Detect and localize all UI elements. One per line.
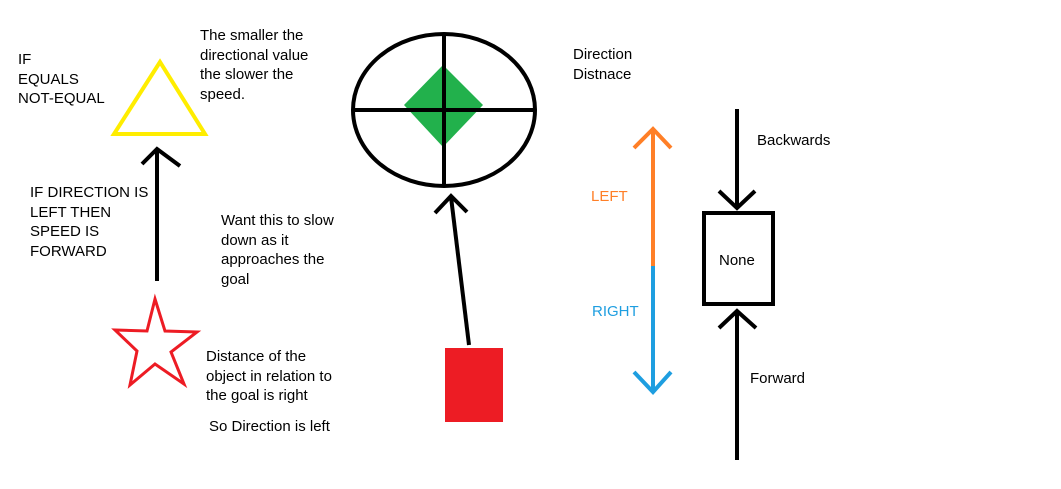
red-square: [445, 348, 503, 422]
if-direction-note: IF DIRECTION IS LEFT THEN SPEED IS FORWA…: [30, 183, 148, 261]
if-equals-line: NOT-EQUAL: [18, 90, 105, 107]
so-direction-note: So Direction is left: [209, 418, 330, 435]
backwards-arrowhead: [717, 189, 757, 211]
none-box: [702, 211, 775, 306]
if-equals-line: EQUALS: [18, 70, 79, 88]
square-to-goal-arrow-shaft: [449, 196, 471, 346]
slow-down-line: approaches the: [221, 251, 325, 268]
forward-arrowhead: [717, 308, 758, 330]
smaller-value-line: directional value: [200, 46, 309, 64]
slow-down-line: goal: [221, 270, 250, 288]
slow-down-note: Want this to slow down as it approaches …: [221, 211, 334, 289]
none-label: None: [719, 252, 755, 269]
star-to-triangle-arrowhead: [140, 146, 182, 168]
direction-distance-label: Direction Distnace: [573, 45, 632, 84]
distance-note: Distance of the object in relation to th…: [206, 347, 332, 406]
direction-distance-line: Distnace: [573, 65, 632, 83]
if-direction-line: FORWARD: [30, 242, 107, 260]
if-direction-line: SPEED IS: [30, 223, 100, 240]
distance-line: Distance of the: [206, 348, 307, 365]
backwards-label: Backwards: [757, 132, 831, 149]
if-equals-label: IF EQUALS NOT-EQUAL: [18, 50, 105, 109]
if-direction-line: IF DIRECTION IS: [30, 184, 149, 201]
smaller-value-line: The smaller the: [200, 27, 304, 44]
slow-down-line: down as it: [221, 231, 289, 249]
if-equals-line: IF: [18, 51, 32, 68]
direction-distance-line: Direction: [573, 46, 633, 63]
smaller-value-line: the slower the: [200, 66, 294, 83]
red-star: [111, 293, 202, 389]
if-direction-line: LEFT THEN: [30, 203, 112, 221]
right-label: RIGHT: [592, 303, 639, 320]
distance-line: the goal is right: [206, 387, 308, 404]
smaller-value-line: speed.: [200, 85, 246, 103]
left-arrowhead: [632, 126, 673, 150]
square-to-goal-arrowhead: [433, 193, 469, 215]
slow-down-line: Want this to slow: [221, 212, 334, 229]
right-arrowhead: [632, 370, 673, 395]
forward-label: Forward: [750, 370, 806, 387]
yellow-triangle: [110, 58, 209, 136]
left-label: LEFT: [591, 188, 628, 205]
distance-line: object in relation to: [206, 367, 332, 385]
smaller-value-note: The smaller the directional value the sl…: [200, 26, 308, 104]
